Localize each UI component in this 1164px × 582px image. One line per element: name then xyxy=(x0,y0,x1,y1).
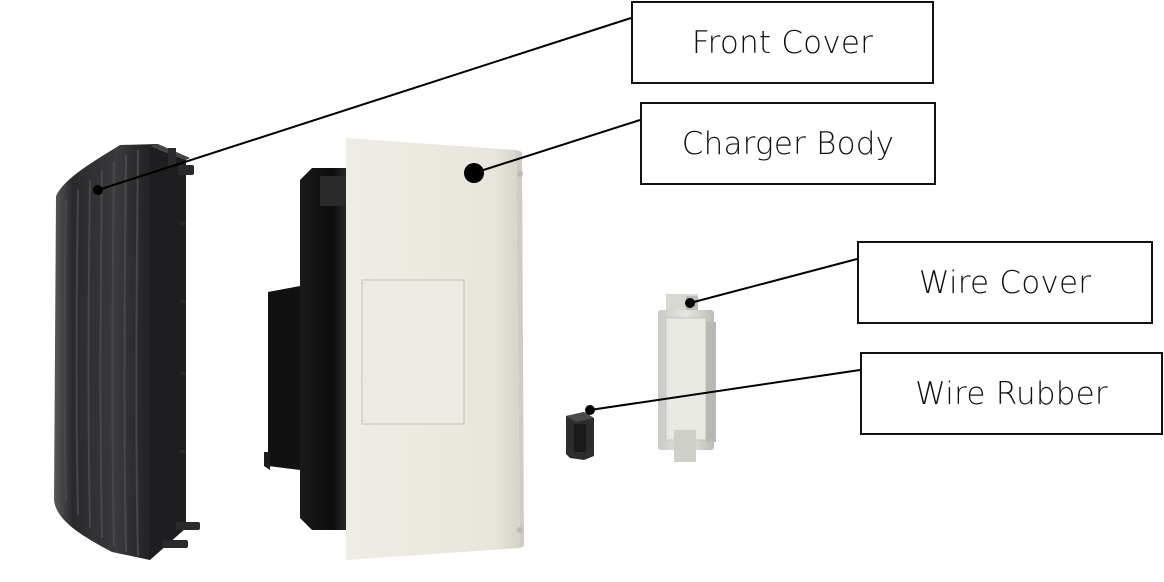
label-wire-rubber-text: Wire Rubber xyxy=(915,375,1108,412)
label-wire-rubber: Wire Rubber xyxy=(860,352,1163,435)
leader-lines xyxy=(93,17,861,415)
charger-body-part xyxy=(264,138,524,560)
label-charger-body-text: Charger Body xyxy=(681,125,895,162)
label-front-cover: Front Cover xyxy=(631,1,934,84)
leader-front-cover xyxy=(97,17,632,191)
label-wire-cover: Wire Cover xyxy=(857,241,1153,324)
label-wire-cover-text: Wire Cover xyxy=(918,264,1092,301)
leader-wire-rubber xyxy=(589,369,861,411)
wire-cover-part xyxy=(658,294,716,462)
leader-dot-wire-rubber xyxy=(585,405,595,415)
leader-dot-charger-body xyxy=(464,163,484,183)
wire-rubber-part xyxy=(566,412,594,460)
front-cover-part xyxy=(54,144,200,560)
leader-wire-cover xyxy=(689,258,858,304)
label-charger-body: Charger Body xyxy=(640,102,936,185)
label-front-cover-text: Front Cover xyxy=(691,24,874,61)
leader-dot-wire-cover xyxy=(685,298,695,308)
leader-charger-body xyxy=(473,119,641,174)
leader-dot-front-cover xyxy=(93,185,103,195)
